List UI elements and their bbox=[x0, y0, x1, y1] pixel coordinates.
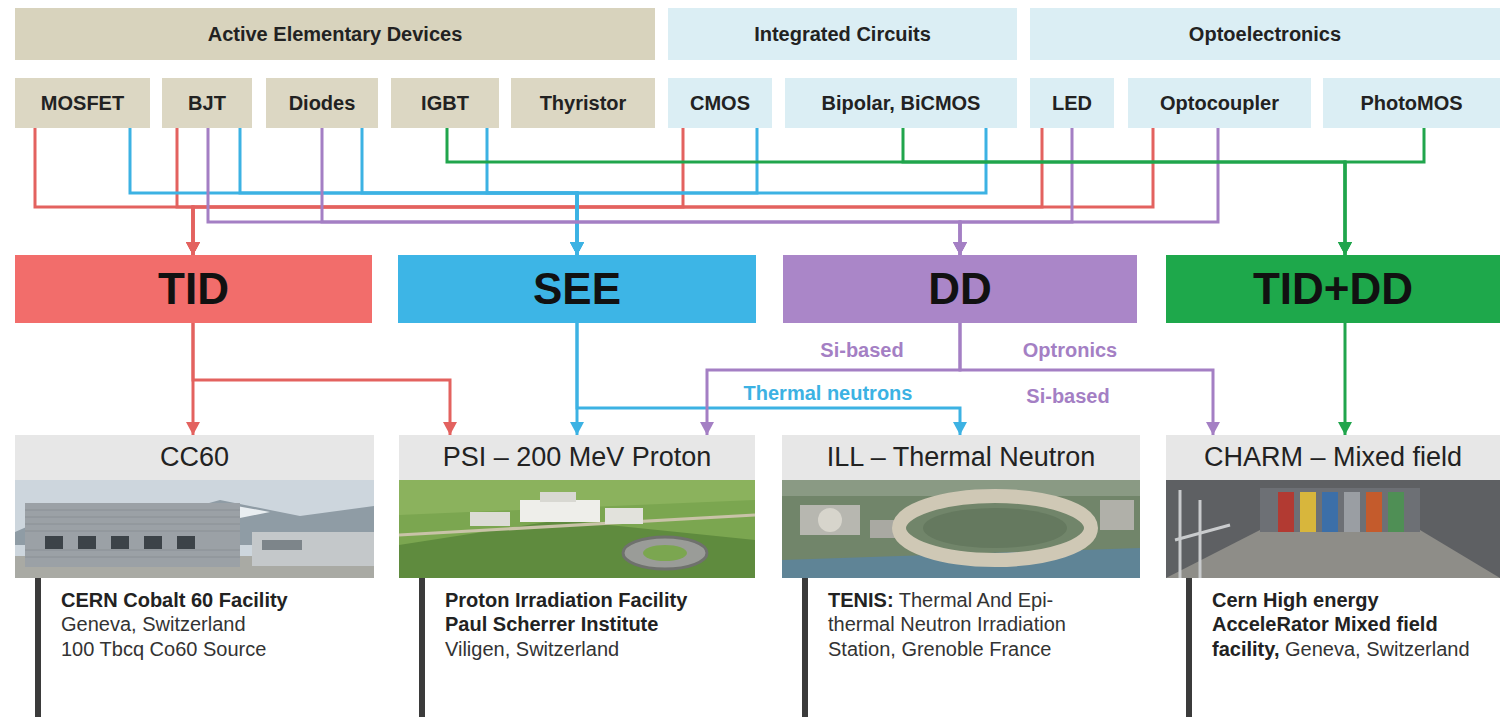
device-box: LED bbox=[1030, 78, 1114, 128]
facility-title: CC60 bbox=[160, 442, 229, 473]
device-box: Diodes bbox=[266, 78, 378, 128]
dev-label: IGBT bbox=[421, 92, 469, 115]
connector bbox=[193, 128, 1042, 255]
ill-photo bbox=[782, 480, 1140, 578]
category-band: Optoelectronics bbox=[1030, 8, 1500, 60]
connector bbox=[960, 323, 1213, 435]
dev-label: LED bbox=[1052, 92, 1092, 115]
device-box: Optocoupler bbox=[1128, 78, 1311, 128]
charm-photo bbox=[1166, 480, 1500, 578]
branch-label: Si-based bbox=[1023, 385, 1112, 408]
device-box: Bipolar, BiCMOS bbox=[785, 78, 1017, 128]
facility-text: Cern High energy AcceleRator Mixed field… bbox=[1212, 588, 1482, 661]
connector bbox=[1345, 128, 1424, 255]
dev-label: Thyristor bbox=[540, 92, 627, 115]
edge-label: Si-based bbox=[817, 339, 906, 362]
eff-label: TID bbox=[158, 264, 229, 314]
connector bbox=[362, 128, 577, 255]
dev-label: Bipolar, BiCMOS bbox=[822, 92, 981, 115]
connector bbox=[1344, 323, 1347, 435]
device-box: PhotoMOS bbox=[1323, 78, 1500, 128]
cat-label: Integrated Circuits bbox=[754, 23, 931, 46]
device-box: Thyristor bbox=[511, 78, 655, 128]
effect-box: SEE bbox=[398, 255, 756, 323]
connector bbox=[577, 128, 986, 255]
facility-card: ILL – Thermal NeutronTENIS: Thermal And … bbox=[782, 435, 1140, 717]
connector bbox=[960, 128, 1072, 255]
eff-label: DD bbox=[928, 264, 992, 314]
facility-text: Proton Irradiation Facility Paul Scherre… bbox=[445, 588, 715, 661]
connector bbox=[240, 128, 577, 255]
facility-description: Cern High energy AcceleRator Mixed field… bbox=[1186, 578, 1486, 717]
facility-description: Proton Irradiation Facility Paul Scherre… bbox=[419, 578, 719, 717]
connector bbox=[577, 323, 960, 435]
connector bbox=[322, 128, 960, 255]
connector bbox=[193, 323, 450, 435]
cc60-photo bbox=[15, 480, 374, 578]
facility-location: 100 Tbcq Co60 Source bbox=[61, 637, 331, 661]
facility-text: CERN Cobalt 60 FacilityGeneva, Switzerla… bbox=[61, 588, 331, 661]
facility-title: PSI – 200 MeV Proton bbox=[443, 442, 712, 473]
eff-label: TID+DD bbox=[1253, 264, 1413, 314]
connector bbox=[208, 128, 960, 255]
device-box: CMOS bbox=[668, 78, 772, 128]
edge-label: Optronics bbox=[1020, 339, 1120, 362]
facility-title: CHARM – Mixed field bbox=[1204, 442, 1462, 473]
cat-label: Optoelectronics bbox=[1189, 23, 1341, 46]
facility-header: ILL – Thermal Neutron bbox=[782, 435, 1140, 480]
connector bbox=[447, 128, 1345, 255]
facility-name: TENIS: bbox=[828, 589, 894, 611]
connector bbox=[707, 323, 960, 435]
connector bbox=[903, 128, 1345, 255]
dev-label: Optocoupler bbox=[1160, 92, 1279, 115]
category-band: Active Elementary Devices bbox=[15, 8, 655, 60]
facility-card: CHARM – Mixed fieldCern High energy Acce… bbox=[1166, 435, 1500, 717]
facility-card: PSI – 200 MeV ProtonProton Irradiation F… bbox=[399, 435, 755, 717]
facility-text: TENIS: Thermal And Epi-thermal Neutron I… bbox=[828, 588, 1098, 661]
category-band: Integrated Circuits bbox=[668, 8, 1017, 60]
facility-header: CHARM – Mixed field bbox=[1166, 435, 1500, 480]
effect-box: TID+DD bbox=[1166, 255, 1500, 323]
connector bbox=[487, 128, 577, 255]
dev-label: PhotoMOS bbox=[1360, 92, 1462, 115]
facility-location: Geneva, Switzerland bbox=[61, 612, 331, 636]
connector bbox=[130, 128, 577, 255]
dev-label: CMOS bbox=[690, 92, 750, 115]
facility-location: Geneva, Switzerland bbox=[1285, 638, 1470, 660]
psi-photo bbox=[399, 480, 755, 578]
facility-description: CERN Cobalt 60 FacilityGeneva, Switzerla… bbox=[35, 578, 335, 717]
connector bbox=[193, 128, 1153, 255]
device-box: BJT bbox=[162, 78, 252, 128]
device-box: MOSFET bbox=[15, 78, 150, 128]
facility-location: Viligen, Switzerland bbox=[445, 637, 715, 661]
dev-label: MOSFET bbox=[41, 92, 124, 115]
connector bbox=[960, 128, 1218, 255]
effect-box: DD bbox=[783, 255, 1137, 323]
facility-description: TENIS: Thermal And Epi-thermal Neutron I… bbox=[802, 578, 1102, 717]
facility-name: CERN Cobalt 60 Facility bbox=[61, 588, 331, 612]
facility-header: CC60 bbox=[15, 435, 374, 480]
dev-label: Diodes bbox=[289, 92, 356, 115]
dev-label: BJT bbox=[188, 92, 226, 115]
facility-name: Proton Irradiation Facility Paul Scherre… bbox=[445, 588, 715, 637]
device-box: IGBT bbox=[391, 78, 499, 128]
facility-header: PSI – 200 MeV Proton bbox=[399, 435, 755, 480]
facility-card: CC60CERN Cobalt 60 FacilityGeneva, Switz… bbox=[15, 435, 374, 717]
effect-box: TID bbox=[15, 255, 372, 323]
edge-label: Thermal neutrons bbox=[741, 382, 916, 405]
eff-label: SEE bbox=[533, 264, 621, 314]
facility-title: ILL – Thermal Neutron bbox=[827, 442, 1096, 473]
cat-label: Active Elementary Devices bbox=[208, 23, 463, 46]
